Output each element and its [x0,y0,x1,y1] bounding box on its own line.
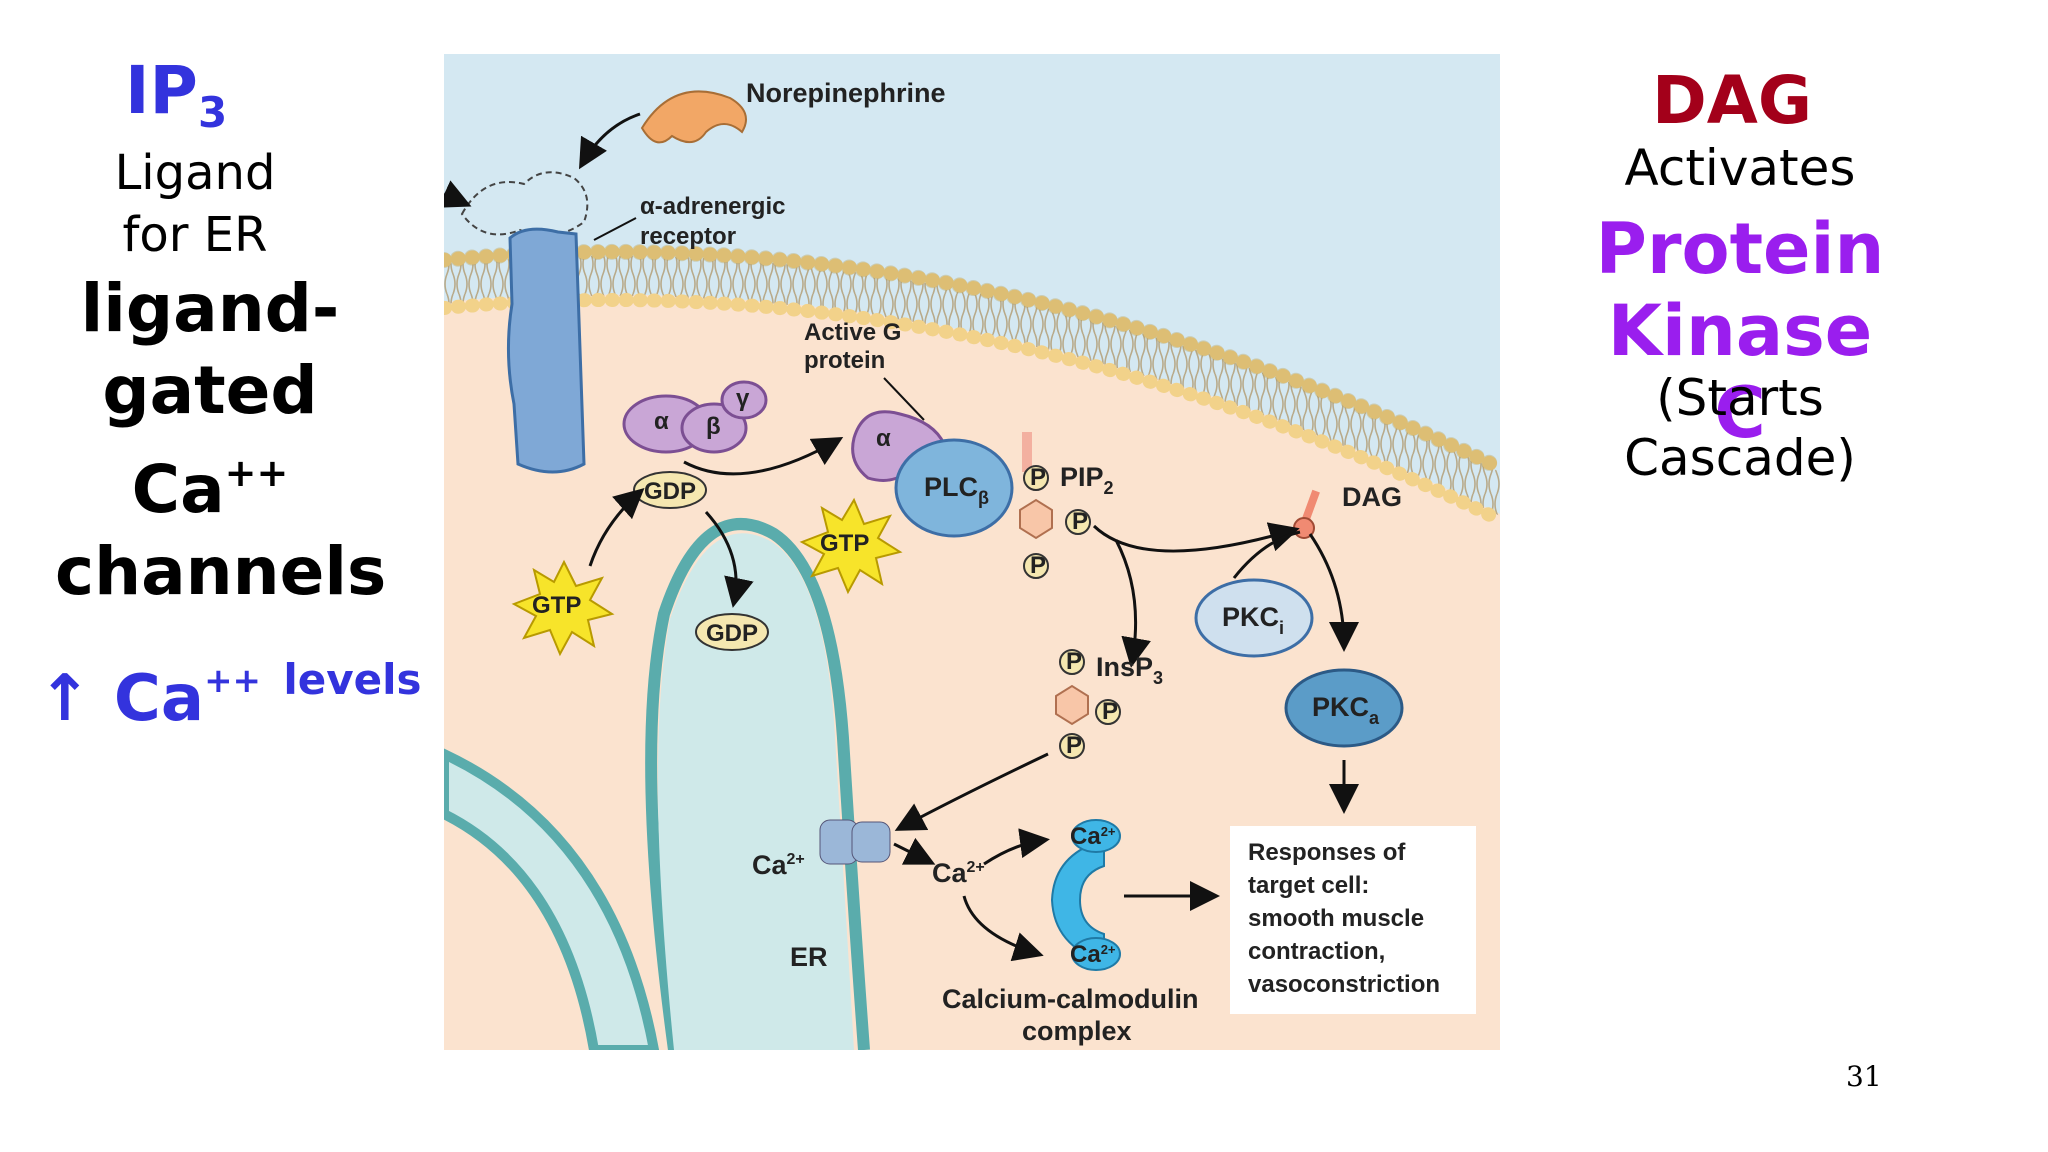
pkc-active [1284,668,1404,748]
responses-line2: target cell: [1248,872,1369,899]
active-g-label-line1: Active G [804,319,901,346]
gtp-star-middle [799,497,903,595]
pip2-label: PIP2 [1060,462,1114,498]
signaling-diagram: Norepinephrine α-adrenergic receptor α β… [444,54,1500,1050]
receptor-label-line2: receptor [640,223,736,250]
channel-line2: gated [102,352,318,429]
calmodulin-label-line1: Calcium-calmodulin [942,984,1199,1014]
insp3-label: InsP3 [1096,652,1163,688]
er-label: ER [790,942,828,972]
responses-line5: vasoconstriction [1248,971,1440,998]
channel-line1: ligand- [80,270,340,347]
ip3-description: Ligand for ER [90,142,300,266]
calmodulin-ca-top: Ca2+ [1070,823,1116,850]
plc-beta [894,438,1014,538]
membrane-outer-heads [444,244,1500,475]
channel-line4: channels [55,533,387,610]
pkc-inactive [1194,578,1314,658]
insp3-phosphate-3: P [1066,732,1082,759]
dag-activates-text: Activates [1624,139,1856,197]
ca-levels-text: ↑ Ca++ levels [38,655,422,736]
dag-heading: DAG [1652,62,1813,139]
cascade-line2: Cascade) [1624,429,1856,487]
up-arrow-icon: ↑ [38,662,92,736]
alpha-adrenergic-receptor [506,227,586,474]
norepinephrine-molecule [640,90,747,144]
starts-cascade-text: (Starts Cascade) [1590,368,1890,488]
active-g-label-line2: protein [804,347,885,374]
pip2-phosphate-2: P [1072,508,1088,535]
responses-line1: Responses of [1248,839,1406,866]
responses-box [1230,826,1476,1014]
er-membrane [444,748,660,1050]
cascade-line1: (Starts [1656,369,1824,427]
dag-label: DAG [1342,482,1402,512]
beta-symbol: β [706,413,721,440]
norepinephrine-label: Norepinephrine [746,78,946,108]
receptor-label-line1: α-adrenergic [640,193,785,220]
insp3-molecule [1055,684,1089,726]
ip3-desc-line2: for ER [122,207,268,263]
pip2-phosphate-3: P [1030,552,1046,579]
pip2-phosphate-1: P [1030,464,1046,491]
page-number: 31 [1846,1060,1882,1093]
ip3-heading: IP3 [125,52,228,137]
plc-label: PLCβ [924,472,989,508]
responses-line4: contraction, [1248,938,1385,965]
gdp-bound-label: GDP [644,478,696,505]
alpha-symbol: α [654,408,669,435]
insp3-phosphate-1: P [1066,648,1082,675]
ip3-desc-line1: Ligand [114,145,276,201]
channel-line3: Ca++ [131,451,289,528]
pip2-molecule [1019,498,1053,540]
gtp-left-label: GTP [532,592,581,619]
pkc-line1: Protein [1595,208,1885,290]
gtp-middle-label: GTP [820,530,869,557]
gtp-star-left [511,559,615,657]
insp3-phosphate-2: P [1102,698,1118,725]
ip3-channel-text: ligand- gated Ca++ channels [55,268,387,613]
gamma-symbol: γ [736,385,750,412]
gdp-released-label: GDP [706,620,758,647]
pkc-active-label: PKCa [1312,692,1380,728]
ca-cytosol-label: Ca2+ [932,858,985,888]
calmodulin-label-line2: complex [1022,1016,1132,1046]
pkc-line2: Kinase C [1607,290,1873,454]
active-alpha-symbol: α [876,425,891,452]
gdp-released [695,613,769,651]
pkc-inactive-label: PKCi [1222,602,1284,638]
responses-line3: smooth muscle [1248,905,1424,932]
protein-kinase-c-text: Protein Kinase C [1590,208,1890,454]
membrane-inner-heads [444,293,1500,527]
g-gamma-subunit [720,380,768,420]
g-beta-subunit [680,402,748,454]
ca-er-label: Ca2+ [752,850,805,880]
calmodulin-ca-bottom: Ca2+ [1070,941,1116,968]
